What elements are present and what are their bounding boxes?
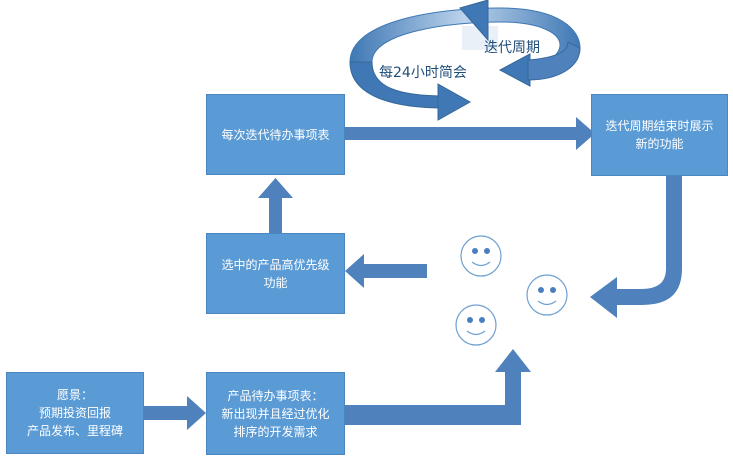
arrow-bent-shaft (615, 176, 682, 305)
face-mouth (471, 261, 491, 267)
sprint-backlog-label: 每次迭代待办事项表 (221, 127, 330, 142)
vision-line2: 预期投资回报 (38, 406, 111, 420)
smiley-face (455, 304, 497, 346)
face-eye-right (550, 287, 556, 293)
arrow-backlog-to-review (345, 117, 595, 150)
daily-standup-label: 每24小时简会 (379, 65, 467, 81)
face-eye-left (538, 287, 544, 293)
arrow-to-selected-features (345, 254, 427, 288)
iteration-end-box: 迭代周期结束时展示 新的功能 (591, 94, 728, 176)
product-backlog-line2: 新出现并且经过优化 (221, 406, 330, 421)
arrow-head (187, 396, 206, 430)
selected-features-box: 选中的产品高优先级 功能 (206, 233, 345, 314)
selected-features-line1: 选中的产品高优先级 (221, 257, 330, 272)
arrow-review-to-faces (590, 176, 682, 318)
arrow-shaft (144, 406, 189, 420)
face-outline (455, 304, 497, 346)
sprint-backlog-box: 每次迭代待办事项表 (206, 94, 345, 175)
arrow-selected-to-backlog (258, 178, 293, 233)
product-backlog-line3: 排序的开发需求 (233, 424, 318, 439)
arrow-bent-shaft (345, 372, 521, 425)
iteration-end-line1: 迭代周期结束时展示 (605, 119, 714, 133)
iteration-end-line2: 新的功能 (635, 137, 684, 151)
face-eye-left (472, 248, 478, 254)
vision-line1: 愿景： (56, 388, 93, 402)
face-eye-left (467, 317, 473, 323)
face-eye-right (479, 317, 485, 323)
arrow-head (576, 117, 595, 150)
iteration-cycle-ring (349, 0, 581, 121)
arrow-shaft (362, 264, 427, 278)
face-outline (460, 235, 502, 277)
face-mouth (466, 330, 486, 336)
iteration-cycle-label: 迭代周期 (484, 40, 540, 56)
product-backlog-box: 产品待办事项表： 新出现并且经过优化 排序的开发需求 (206, 372, 345, 455)
cycle-arrowhead-lower (437, 83, 472, 121)
arrow-shaft (269, 197, 282, 233)
face-mouth (537, 300, 557, 306)
arrow-vision-to-backlog (144, 396, 206, 430)
smiley-face (526, 274, 568, 316)
arrow-head (345, 254, 364, 288)
cycle-arrowhead-upper (498, 53, 531, 87)
cycle-arrowhead-top-left (459, 0, 489, 42)
face-eye-right (484, 248, 490, 254)
smiley-face (460, 235, 502, 277)
arrow-backlog-to-faces (345, 349, 531, 425)
selected-features-line2: 功能 (263, 275, 288, 290)
cycle-ring-right-band (527, 41, 581, 81)
arrow-head (258, 178, 293, 198)
vision-line3: 产品发布、里程碑 (26, 424, 123, 438)
arrow-shaft (345, 127, 577, 140)
vision-box: 愿景： 预期投资回报 产品发布、里程碑 (6, 372, 144, 454)
arrow-head (495, 349, 531, 372)
product-backlog-line1: 产品待办事项表： (227, 388, 324, 403)
arrow-head (590, 277, 617, 318)
face-outline (526, 274, 568, 316)
